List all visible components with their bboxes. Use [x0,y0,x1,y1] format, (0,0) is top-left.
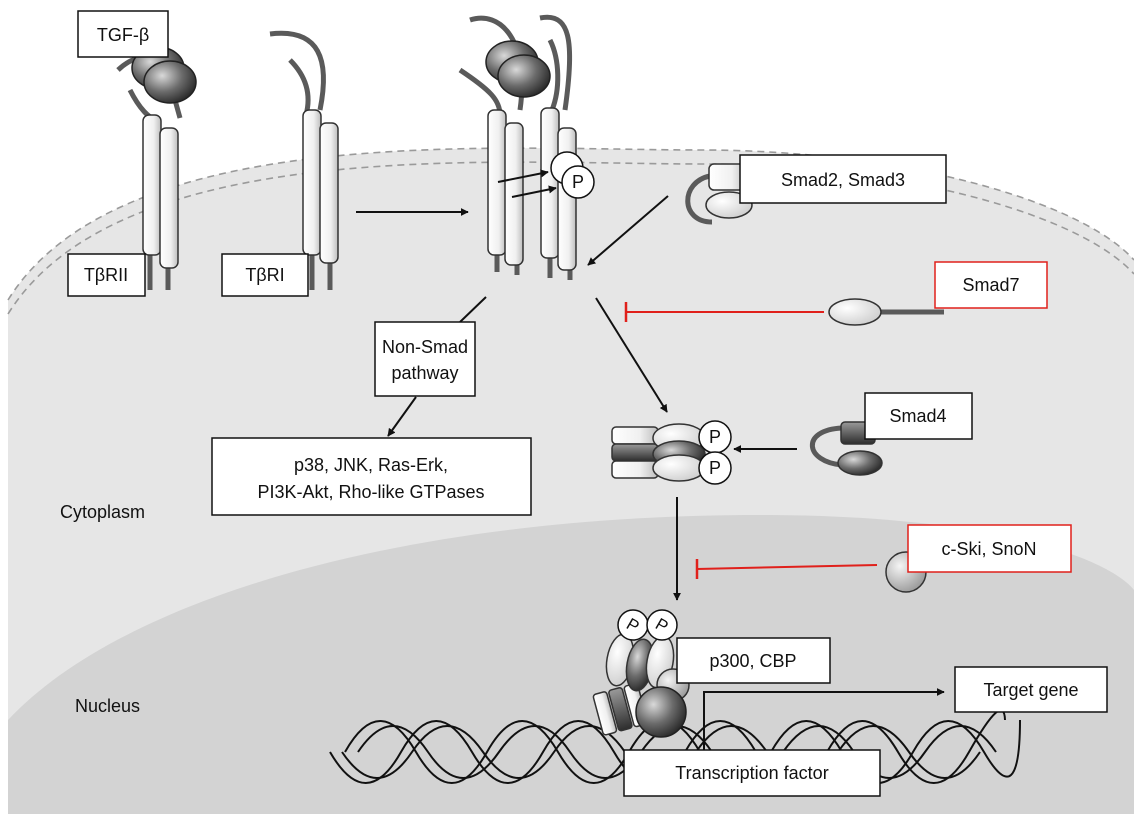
phospho-label: P [709,427,721,447]
coactivator-label-box: p300, CBP [677,638,830,683]
svg-text:p300, CBP: p300, CBP [709,651,796,671]
tbrii-label-box: TβRII [68,254,145,296]
transcription-factor-box: Transcription factor [624,750,880,796]
svg-text:Smad4: Smad4 [889,406,946,426]
non-smad-effectors-box: p38, JNK, Ras-Erk, PI3K-Akt, Rho-like GT… [212,438,531,515]
cytoplasm-label: Cytoplasm [60,502,145,522]
svg-text:pathway: pathway [391,363,458,383]
nucleus-label: Nucleus [75,696,140,716]
phospho-label: P [709,458,721,478]
svg-text:Transcription factor: Transcription factor [675,763,828,783]
svg-text:Smad2, Smad3: Smad2, Smad3 [781,170,905,190]
svg-text:Non-Smad: Non-Smad [382,337,468,357]
smad23-label-box: Smad2, Smad3 [740,155,946,203]
svg-text:c-Ski, SnoN: c-Ski, SnoN [941,539,1036,559]
non-smad-pathway-box: Non-Smad pathway [375,322,475,396]
ligand-label-box: TGF-β [78,11,168,57]
svg-text:p38, JNK, Ras-Erk,: p38, JNK, Ras-Erk, [294,455,448,475]
smad-complex-cytoplasm: P P [612,421,731,484]
smad7-label-box: Smad7 [935,262,1047,308]
svg-text:PI3K-Akt, Rho-like GTPases: PI3K-Akt, Rho-like GTPases [257,482,484,502]
svg-text:TGF-β: TGF-β [97,25,149,45]
target-gene-box: Target gene [955,667,1107,712]
phospho-label: P [572,172,584,192]
svg-text:Target gene: Target gene [983,680,1078,700]
svg-text:TβRI: TβRI [245,265,284,285]
svg-text:Smad7: Smad7 [962,275,1019,295]
repressor-label-box: c-Ski, SnoN [908,525,1071,572]
svg-text:TβRII: TβRII [84,265,128,285]
smad4-label-box: Smad4 [865,393,972,439]
tbri-label-box: TβRI [222,254,308,296]
